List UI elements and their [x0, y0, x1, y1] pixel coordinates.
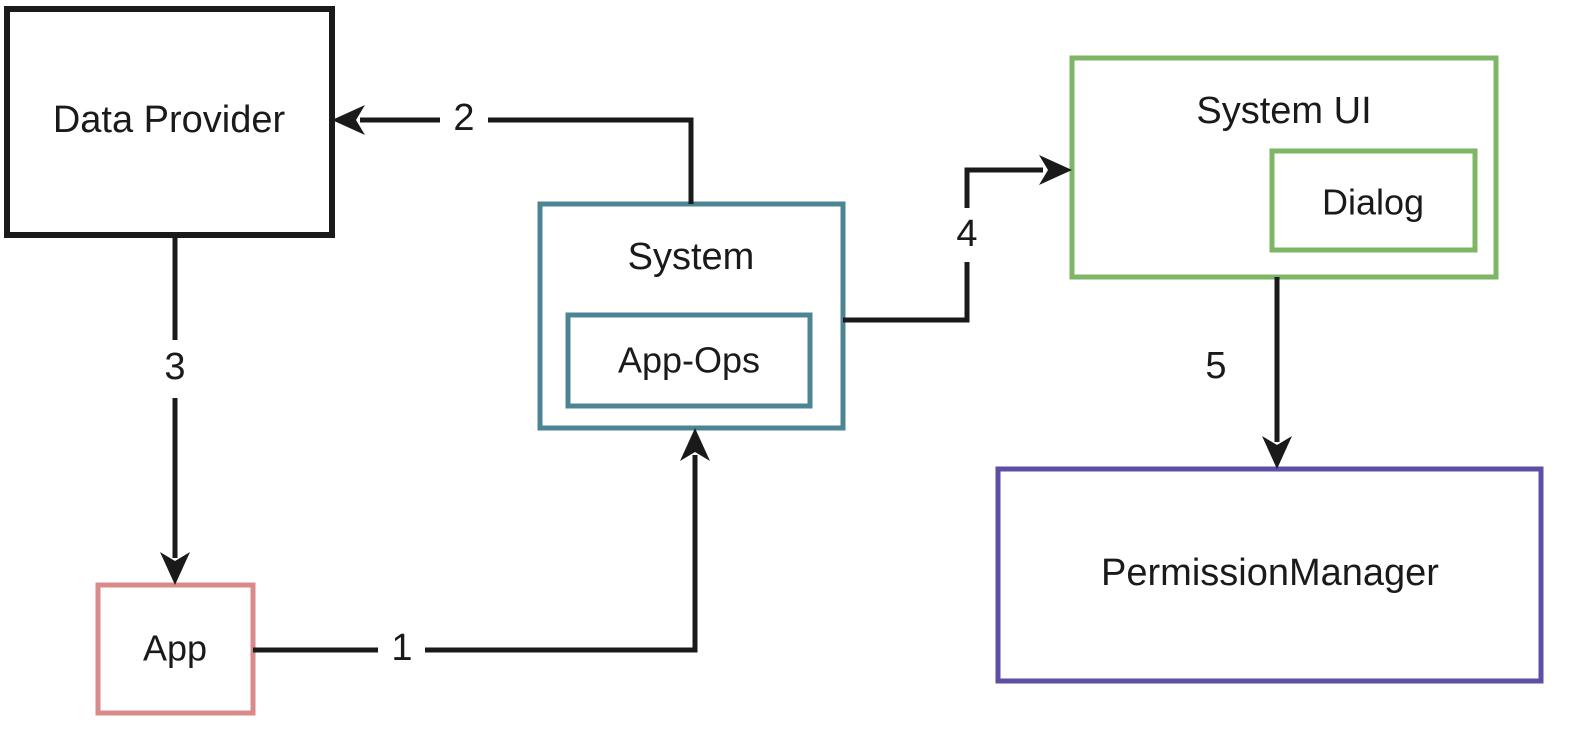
edge-1-line	[253, 455, 698, 653]
app-label: App	[143, 628, 207, 669]
edge-4-arrowhead-icon	[1039, 155, 1072, 185]
edge-group-5: 5	[1205, 277, 1292, 469]
node-dialog[interactable]: Dialog	[1269, 148, 1478, 253]
edge-4-label: 4	[956, 213, 977, 255]
data-provider-label: Data Provider	[53, 99, 286, 141]
permission-manager-box[interactable]	[995, 466, 1544, 684]
edge-group-2: 2	[332, 97, 694, 204]
app-box[interactable]	[95, 582, 256, 716]
dialog-label: Dialog	[1322, 182, 1424, 223]
node-permission-manager[interactable]: PermissionManager	[995, 466, 1544, 684]
system-ui-label: System UI	[1196, 90, 1371, 132]
dialog-box[interactable]	[1269, 148, 1478, 253]
edge-5-label: 5	[1205, 345, 1226, 387]
edge-2-arrowhead-icon	[332, 105, 365, 135]
data-provider-box[interactable]	[4, 6, 335, 238]
app-ops-box[interactable]	[565, 312, 813, 409]
node-data-provider[interactable]: Data Provider	[4, 6, 335, 238]
edge-group-3: 3	[160, 235, 190, 585]
system-label: System	[628, 236, 755, 278]
edge-4-line	[843, 167, 1043, 323]
edge-5-arrowhead-icon	[1262, 436, 1292, 469]
edge-group-4: 4	[843, 155, 1072, 323]
edge-2-line	[360, 117, 694, 204]
node-app[interactable]: App	[95, 582, 256, 716]
edge-group-1: 1	[253, 428, 710, 669]
edge-1-arrowhead-icon	[680, 428, 710, 461]
permission-manager-label: PermissionManager	[1101, 552, 1439, 594]
edge-3-label: 3	[164, 346, 185, 388]
edge-2-label: 2	[453, 97, 474, 139]
node-app-ops[interactable]: App-Ops	[565, 312, 813, 409]
edge-3-arrowhead-icon	[160, 552, 190, 585]
edge-1-label: 1	[391, 627, 412, 669]
app-ops-label: App-Ops	[618, 340, 760, 381]
